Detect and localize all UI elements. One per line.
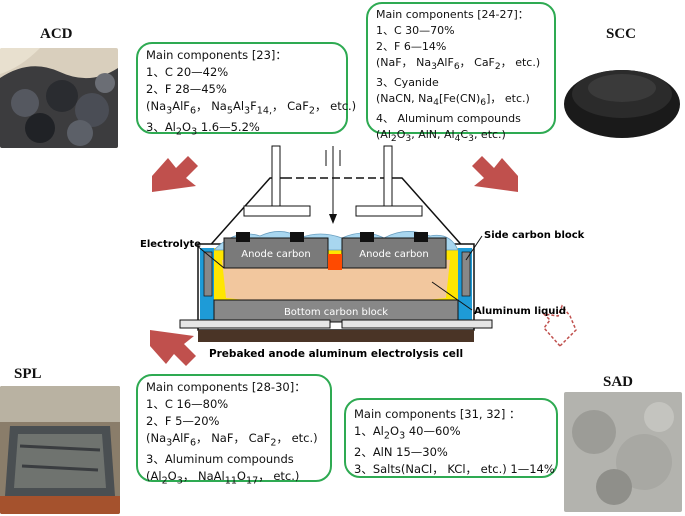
- aluminum-liquid-label: Aluminum liquid: [474, 306, 566, 317]
- spl-components-box: Main components [28-30]： 1、C 16—80% 2、F …: [136, 374, 332, 487]
- scc-photo: [562, 48, 680, 146]
- acd-label: ACD: [40, 26, 73, 42]
- arrow-to-spl: [150, 330, 196, 366]
- sad-photo: [564, 392, 682, 512]
- anode-carbon-left-label: Anode carbon: [241, 249, 311, 260]
- side-carbon-block-label: Side carbon block: [484, 230, 585, 241]
- sad-components-box: Main components [31, 32] ： 1、Al2O3 40—60…: [344, 398, 558, 478]
- spl-photo: [0, 386, 120, 514]
- arrow-to-sad-outline: [541, 304, 577, 348]
- electrolyte-label: Electrolyte: [140, 239, 201, 250]
- anode-carbon-right-label: Anode carbon: [359, 249, 429, 260]
- spl-label: SPL: [14, 366, 42, 382]
- arrow-to-scc: [472, 156, 518, 192]
- acd-photo: [0, 48, 118, 148]
- scc-label: SCC: [606, 26, 637, 42]
- bottom-carbon-block-label: Bottom carbon block: [284, 307, 388, 318]
- cell-caption: Prebaked anode aluminum electrolysis cel…: [209, 348, 463, 360]
- sad-label: SAD: [603, 374, 634, 390]
- acd-components-box: Main components [23]： 1、C 20—42% 2、F 28—…: [136, 42, 356, 138]
- scc-components-box: Main components [24-27]： 1、C 30—70% 2、F …: [366, 2, 556, 145]
- arrow-to-acd: [152, 156, 198, 192]
